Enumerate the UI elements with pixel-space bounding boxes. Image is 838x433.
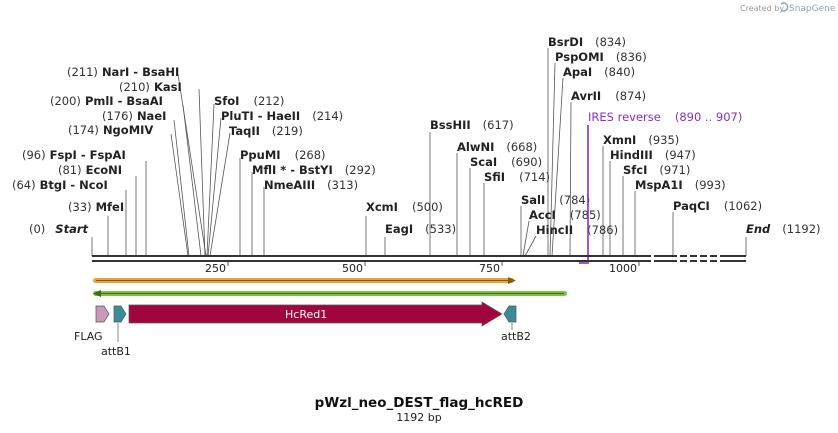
- site-kasi[interactable]: (210)KasI: [119, 80, 182, 94]
- orf-forward[interactable]: [93, 277, 516, 284]
- plasmid-title: pWzl_neo_DEST_flag_hcRED: [315, 395, 524, 411]
- site-pspomi[interactable]: PspOMI(836): [555, 50, 647, 64]
- ruler-ticks: [227, 262, 640, 266]
- site-taqii[interactable]: TaqII(219): [229, 124, 303, 138]
- site-sfoi[interactable]: SfoI(212): [214, 94, 284, 108]
- site-mspa1i[interactable]: MspA1I(993): [635, 178, 726, 192]
- site-basshii[interactable]: BssHII(617): [430, 118, 514, 132]
- site-nari[interactable]: (211)NarI - BsaHI: [67, 65, 179, 79]
- feature-flag[interactable]: FLAG: [74, 305, 110, 343]
- site-sali[interactable]: SalI(784): [521, 193, 590, 207]
- svg-text:HcRed1: HcRed1: [285, 308, 327, 321]
- sequence-start-label: (0)Start: [29, 222, 89, 236]
- site-leader-lines: [91, 48, 747, 257]
- site-apai[interactable]: ApaI(840): [563, 65, 635, 79]
- ruler-label-500: 500: [342, 262, 363, 275]
- ruler-label-750: 750: [479, 262, 500, 275]
- site-ngomiv[interactable]: (174)NgoMIV: [68, 123, 153, 137]
- snapgene-logo-icon: [780, 2, 789, 12]
- svg-text:FLAG: FLAG: [74, 330, 103, 343]
- svg-text:attB2: attB2: [501, 330, 531, 343]
- site-mfei[interactable]: (33)MfeI: [68, 200, 124, 214]
- ruler-label-250: 250: [205, 262, 226, 275]
- site-xmni[interactable]: XmnI(935): [603, 133, 679, 147]
- site-bsrdi[interactable]: BsrDI(834): [548, 35, 626, 49]
- primer-ires-reverse[interactable]: IRES reverse(890 .. 907): [579, 110, 742, 264]
- site-hincii[interactable]: HincII(786): [536, 223, 618, 237]
- site-paqci[interactable]: PaqCI(1062): [673, 199, 762, 213]
- credit-brand: SnapGene: [789, 4, 836, 14]
- feature-attb2[interactable]: attB2: [501, 305, 531, 343]
- site-xcmi[interactable]: XcmI(500): [366, 200, 443, 214]
- site-mfli[interactable]: MflI * - BstYI(292): [252, 163, 376, 177]
- site-ppumi[interactable]: PpuMI(268): [240, 148, 326, 162]
- svg-text:attB1: attB1: [101, 345, 131, 358]
- site-econi[interactable]: (81)EcoNI: [58, 163, 122, 177]
- site-eagi[interactable]: EagI(533): [385, 222, 456, 236]
- site-scai[interactable]: ScaI(690): [470, 155, 542, 169]
- site-pmli[interactable]: (200)PmlI - BsaAI: [50, 94, 163, 108]
- orf-reverse[interactable]: [93, 290, 567, 297]
- restriction-sites: (33)MfeI (64)BtgI - NcoI (81)EcoNI (96)F…: [12, 35, 762, 237]
- site-hindiii[interactable]: HindIII(947): [610, 148, 696, 162]
- site-naei[interactable]: (176)NaeI: [102, 109, 166, 123]
- credit-prefix: Created by: [740, 4, 784, 13]
- plasmid-length: 1192 bp: [396, 411, 441, 424]
- sequence-end-label: End(1192): [746, 222, 821, 236]
- site-nmeaiii[interactable]: NmeAIII(313): [264, 178, 358, 192]
- ruler-label-1000: 1000: [609, 262, 637, 275]
- site-acci[interactable]: AccI(785): [529, 208, 601, 222]
- svg-text:IRES reverse(890 .. 907): IRES reverse(890 .. 907): [588, 110, 742, 124]
- site-avrii[interactable]: AvrII(874): [571, 89, 646, 103]
- site-alwni[interactable]: AlwNI(668): [457, 140, 537, 154]
- site-btgi[interactable]: (64)BtgI - NcoI: [12, 178, 108, 192]
- sequence-backbone: [92, 254, 746, 263]
- site-sfii[interactable]: SfiI(714): [484, 170, 550, 184]
- feature-attb1[interactable]: attB1: [101, 305, 131, 358]
- site-pluti[interactable]: PluTI - HaeII(214): [221, 109, 343, 123]
- feature-hcred1[interactable]: HcRed1: [128, 301, 503, 327]
- site-fspi[interactable]: (96)FspI - FspAI: [22, 148, 126, 162]
- site-sfci[interactable]: SfcI(971): [623, 163, 690, 177]
